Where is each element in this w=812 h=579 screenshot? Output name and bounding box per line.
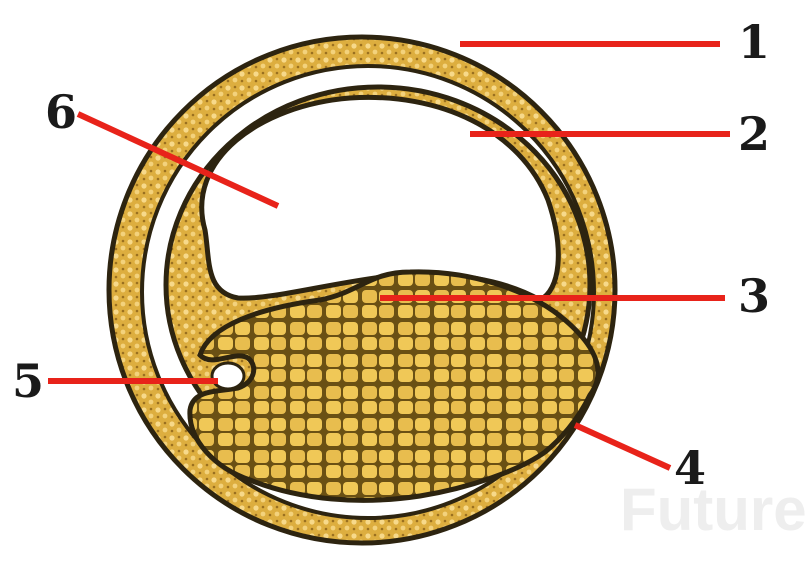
label-4: 4 [674,441,706,495]
label-2: 2 [738,107,770,161]
label-6: 6 [45,85,77,139]
label-5: 5 [12,354,44,408]
label-3: 3 [738,269,770,323]
label-1: 1 [738,15,770,69]
watermark-text: Future [620,476,807,543]
leader-line-4 [575,425,670,468]
cleft-opening [212,363,244,389]
